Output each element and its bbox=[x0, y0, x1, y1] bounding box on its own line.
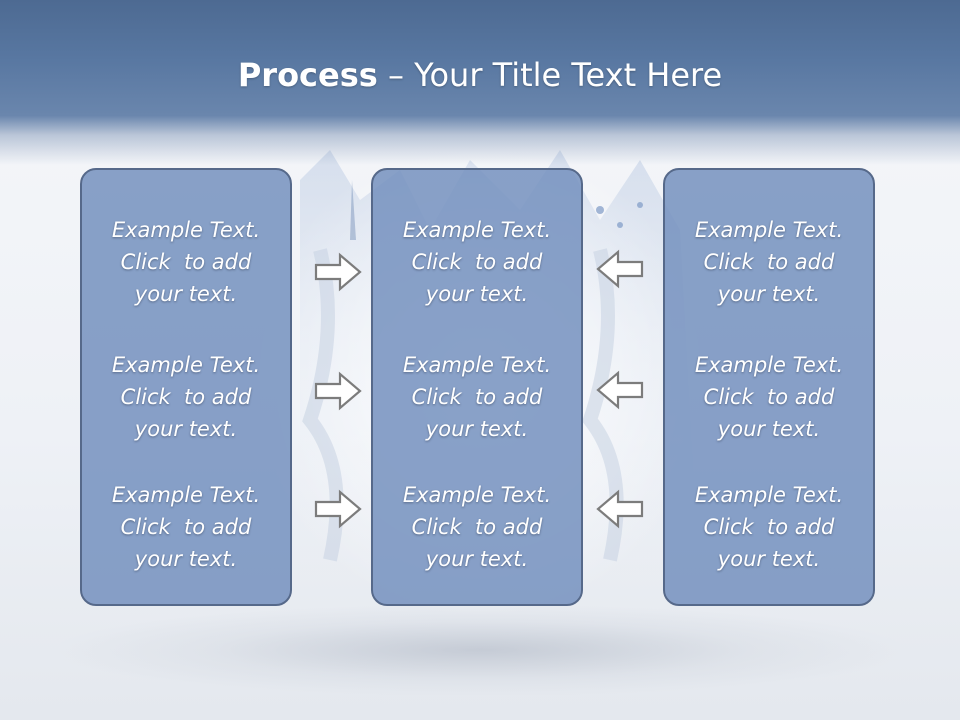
text-line: Click to add bbox=[411, 385, 543, 409]
text-line: your text. bbox=[717, 282, 821, 306]
arrow-right-icon[interactable] bbox=[314, 252, 362, 292]
text-line: your text. bbox=[425, 547, 529, 571]
process-box-center[interactable]: Example Text. Click to add your text. Ex… bbox=[371, 168, 583, 606]
text-line: your text. bbox=[134, 547, 238, 571]
text-placeholder[interactable]: Example Text. Click to add your text. bbox=[665, 479, 873, 575]
text-placeholder[interactable]: Example Text. Click to add your text. bbox=[82, 214, 290, 310]
arrow-right-icon[interactable] bbox=[314, 489, 362, 529]
title-strong: Process bbox=[237, 56, 378, 94]
text-line: Click to add bbox=[120, 250, 252, 274]
text-line: Example Text. bbox=[111, 483, 261, 507]
text-line: Example Text. bbox=[111, 218, 261, 242]
text-line: Example Text. bbox=[402, 353, 552, 377]
text-line: your text. bbox=[134, 282, 238, 306]
text-line: Example Text. bbox=[111, 353, 261, 377]
text-placeholder[interactable]: Example Text. Click to add your text. bbox=[665, 214, 873, 310]
title-rest: – Your Title Text Here bbox=[377, 56, 723, 94]
arrow-right-icon[interactable] bbox=[314, 371, 362, 411]
text-placeholder[interactable]: Example Text. Click to add your text. bbox=[82, 349, 290, 445]
text-line: your text. bbox=[134, 417, 238, 441]
arrow-left-icon[interactable] bbox=[596, 489, 644, 529]
text-line: Click to add bbox=[120, 515, 252, 539]
text-line: Example Text. bbox=[694, 218, 844, 242]
text-placeholder[interactable]: Example Text. Click to add your text. bbox=[373, 349, 581, 445]
text-line: Example Text. bbox=[694, 483, 844, 507]
process-box-right[interactable]: Example Text. Click to add your text. Ex… bbox=[663, 168, 875, 606]
text-line: Click to add bbox=[411, 250, 543, 274]
header-band bbox=[0, 0, 960, 165]
text-line: your text. bbox=[717, 547, 821, 571]
text-placeholder[interactable]: Example Text. Click to add your text. bbox=[82, 479, 290, 575]
text-line: Click to add bbox=[703, 385, 835, 409]
text-line: Click to add bbox=[703, 515, 835, 539]
floor-shadow bbox=[60, 605, 900, 695]
text-line: Click to add bbox=[411, 515, 543, 539]
text-line: Example Text. bbox=[402, 483, 552, 507]
text-line: Click to add bbox=[120, 385, 252, 409]
text-placeholder[interactable]: Example Text. Click to add your text. bbox=[665, 349, 873, 445]
slide-title[interactable]: Process – Your Title Text Here bbox=[0, 52, 960, 98]
process-box-left[interactable]: Example Text. Click to add your text. Ex… bbox=[80, 168, 292, 606]
text-line: Example Text. bbox=[694, 353, 844, 377]
text-placeholder[interactable]: Example Text. Click to add your text. bbox=[373, 214, 581, 310]
text-line: your text. bbox=[717, 417, 821, 441]
text-line: Example Text. bbox=[402, 218, 552, 242]
text-placeholder[interactable]: Example Text. Click to add your text. bbox=[373, 479, 581, 575]
text-line: your text. bbox=[425, 282, 529, 306]
text-line: Click to add bbox=[703, 250, 835, 274]
arrow-left-icon[interactable] bbox=[596, 249, 644, 289]
text-line: your text. bbox=[425, 417, 529, 441]
arrow-left-icon[interactable] bbox=[596, 370, 644, 410]
